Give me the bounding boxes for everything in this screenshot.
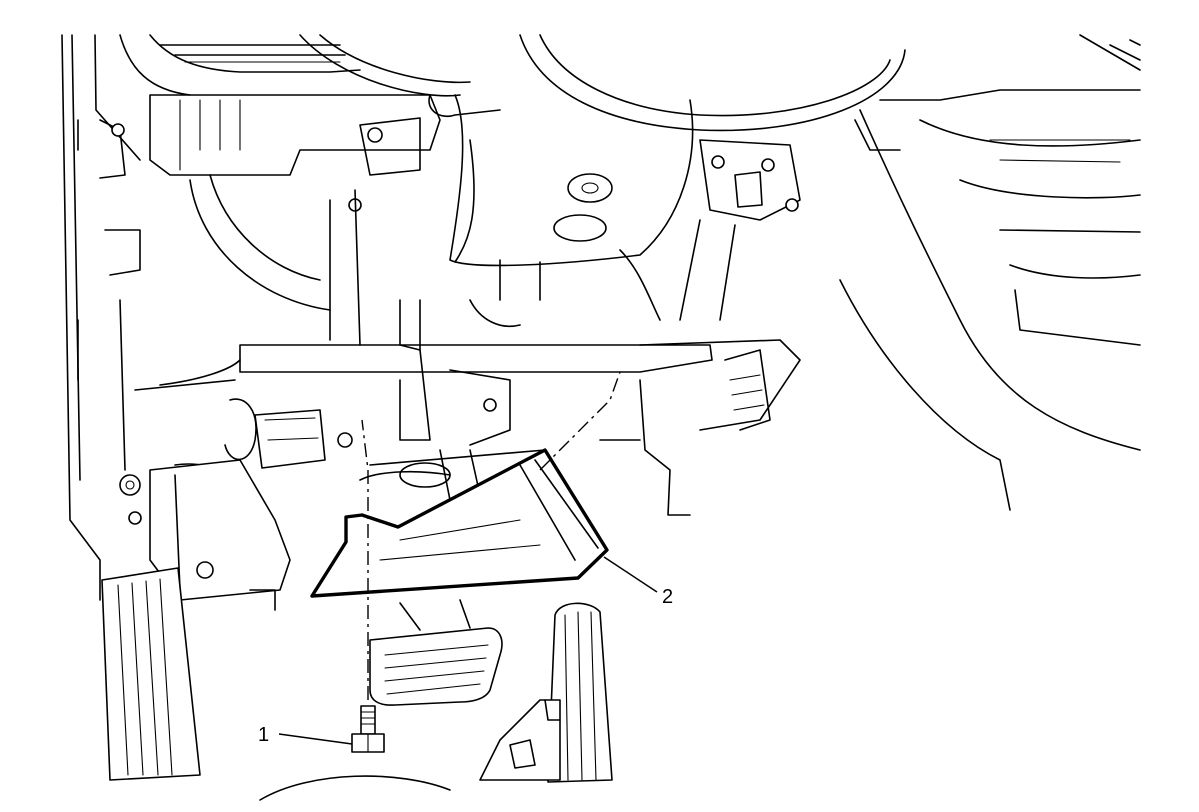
steering-wheel <box>299 34 906 132</box>
pedal-bracket <box>329 189 521 501</box>
lower-cross-bar <box>134 339 801 431</box>
accelerator-pedal-left <box>101 567 201 781</box>
leader-line-1 <box>278 733 353 745</box>
steering-column <box>449 94 694 301</box>
knee-bolster-trim-panel <box>310 448 609 598</box>
column-switch-bracket <box>679 139 801 321</box>
callout-label-2: 2 <box>662 586 673 608</box>
left-footrest <box>149 459 291 601</box>
brake-pedal <box>369 599 503 706</box>
callout-leaders <box>278 556 658 745</box>
wiring-connectors-right <box>599 249 771 516</box>
callout-label-1: 1 <box>258 724 269 746</box>
instrument-panel-right <box>839 34 1141 511</box>
cross-car-beam-upper <box>149 94 441 311</box>
accelerator-pedal-right <box>479 602 613 783</box>
leader-line-2 <box>603 556 658 593</box>
assembly-path-lines <box>361 371 621 700</box>
floor-carpet-edge <box>249 589 451 801</box>
instrument-panel-left <box>61 34 361 601</box>
fastener-bolt <box>351 705 385 753</box>
